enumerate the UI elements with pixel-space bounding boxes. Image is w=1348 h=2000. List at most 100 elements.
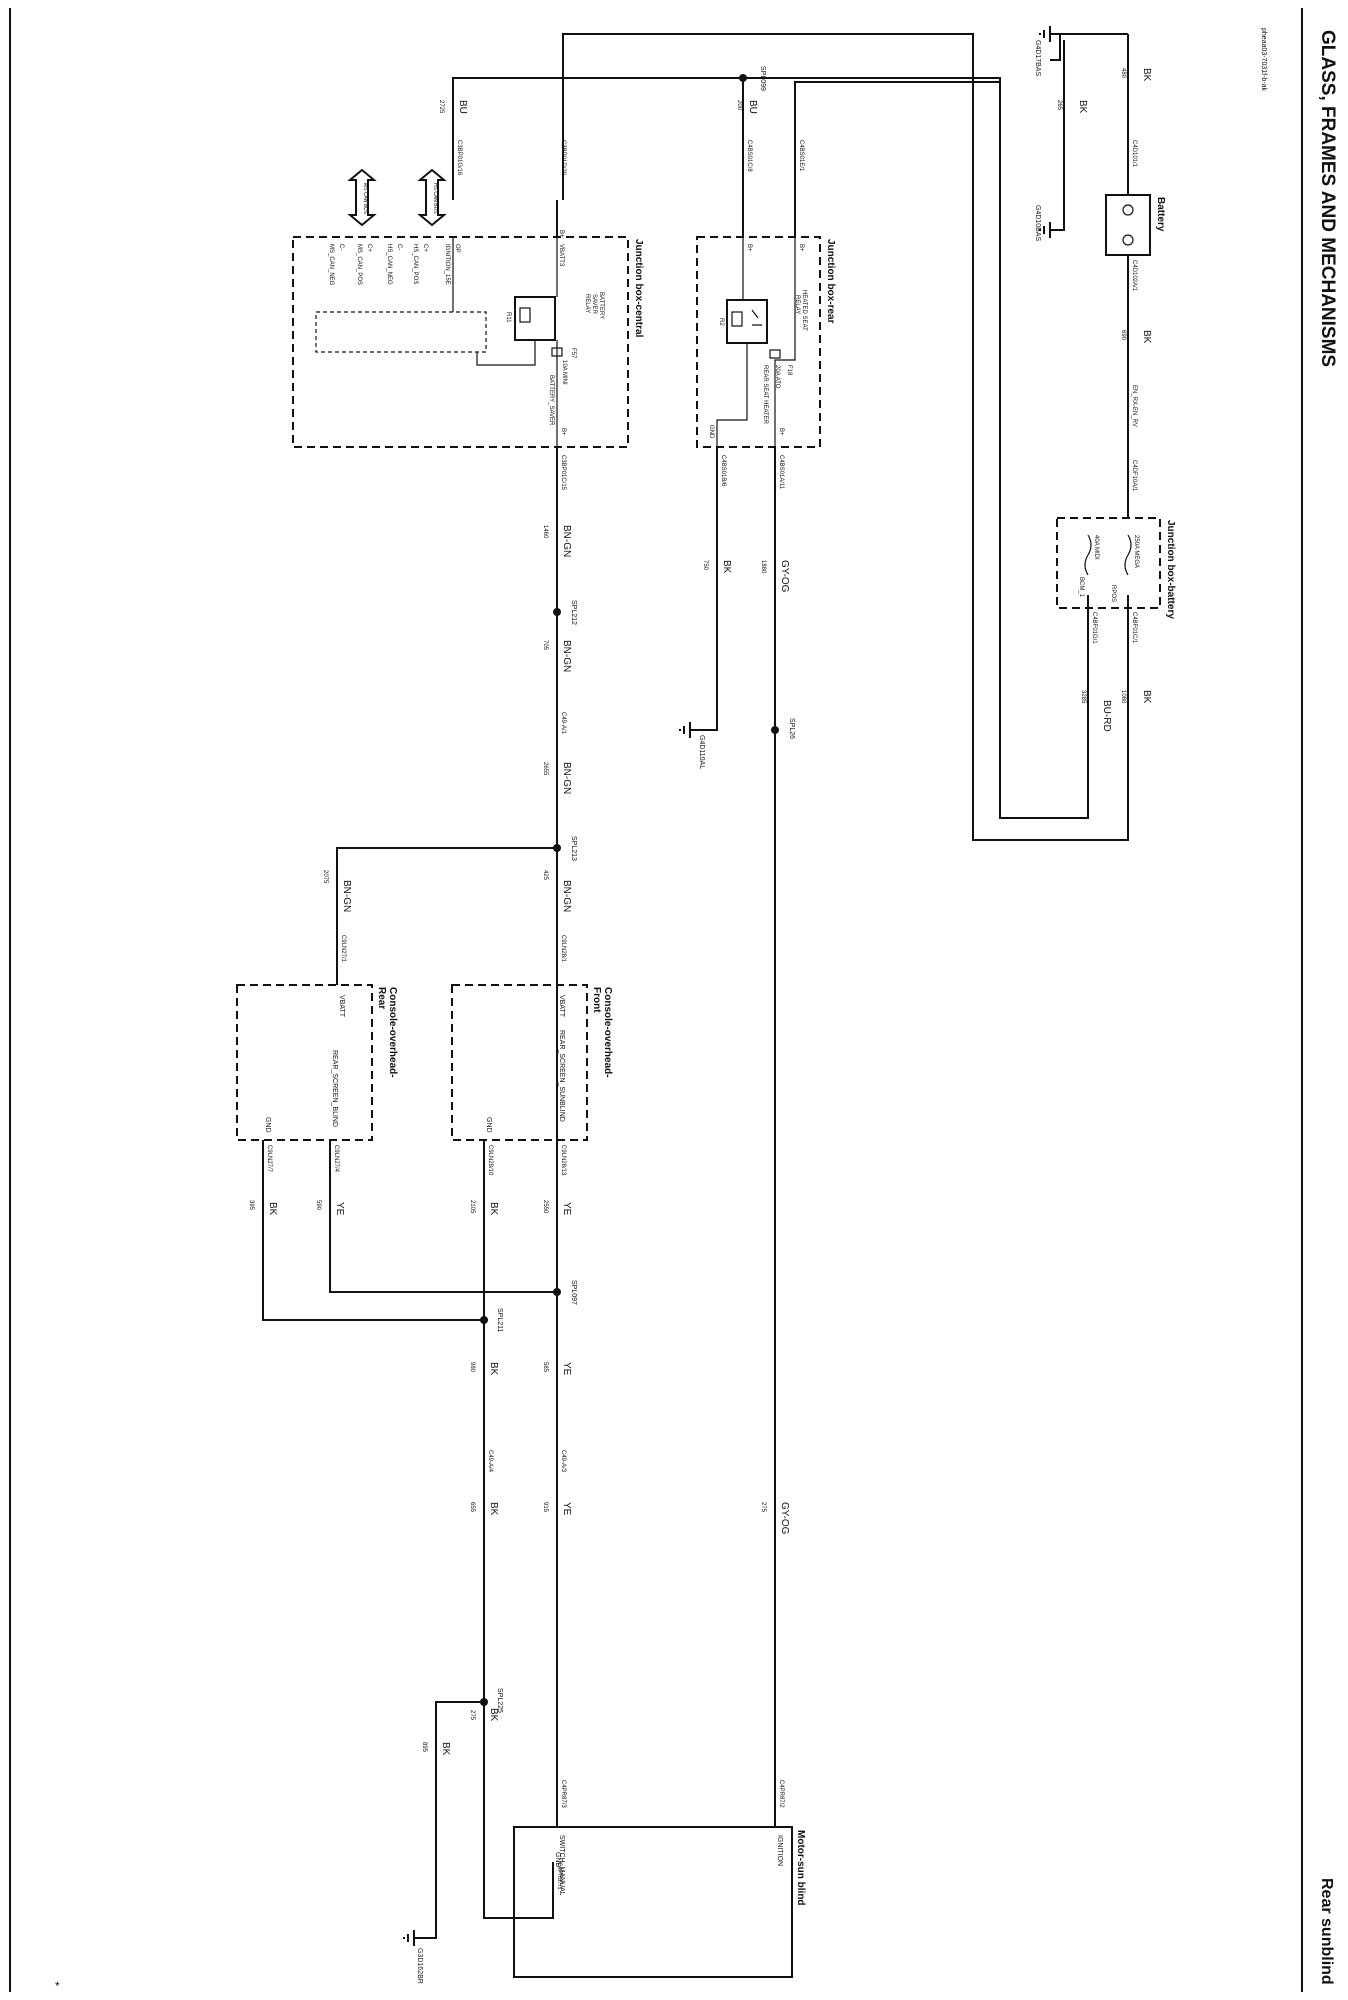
wire-750-number: 750 xyxy=(702,560,708,571)
wire-1460-colour: BN-GN xyxy=(561,525,572,557)
wire-2655-colour: BN-GN xyxy=(561,762,572,794)
conn-c4d101: C4D101/1 xyxy=(1131,140,1137,168)
wire-2075-number: 2075 xyxy=(322,870,328,884)
console-overhead-front: Console-overhead- Front VBATT REAR_SCREE… xyxy=(451,984,613,1141)
battery-label: Battery xyxy=(1155,197,1166,232)
conn-c4d102: C4D102A/1 xyxy=(1131,260,1137,292)
wire-1460-number: 1460 xyxy=(542,525,548,539)
console-front-vbatt: VBATT xyxy=(558,995,565,1018)
wire-705-number: 705 xyxy=(542,640,548,651)
conn-c9ln27-1: C9LN27/1 xyxy=(340,935,346,963)
console-rear-gnd: GND xyxy=(264,1117,271,1133)
jbb-fuse2: 40A MIDI xyxy=(1093,535,1099,560)
ground-g3d162br: G3D162BR xyxy=(403,1930,423,1984)
wire-480-number: 480 xyxy=(1120,68,1126,79)
wire-705-colour: BN-GN xyxy=(561,640,572,672)
conn-c9ln27-4: C9LN27/4 xyxy=(333,1145,339,1173)
wire-690-number: 690 xyxy=(1120,330,1126,341)
ground-g4d110al: G4D110AL xyxy=(679,722,705,769)
splice-spl211: SPL211 xyxy=(496,1308,503,1332)
jbc-f57: F57 xyxy=(570,348,576,359)
conn-c4bf011: C4BF01C/1 xyxy=(1131,612,1137,644)
wire-980-number: 980 xyxy=(469,1362,475,1373)
conn-c4bs01a: C4BS01A/11 xyxy=(778,455,784,490)
conn-c49a4: C49-A/4 xyxy=(487,1450,493,1473)
wire-585-colour: YE xyxy=(561,1362,572,1376)
splice-spl213: SPL213 xyxy=(570,836,577,861)
jbr-f18: F18 xyxy=(786,365,792,376)
jbc-vbatt: VBATT3 xyxy=(558,244,564,267)
battery: Battery xyxy=(1105,194,1166,256)
wire-590-number: 590 xyxy=(315,1200,321,1211)
wire-2550-colour: YE xyxy=(561,1202,572,1216)
wire-2105-colour: BK xyxy=(488,1202,499,1216)
hs-can-bus-label: HS CAN BUS xyxy=(432,183,438,214)
page-subject: Rear sunblind xyxy=(1318,1878,1335,1985)
wire-590-colour: YE xyxy=(334,1202,345,1216)
splice-spl26: SPL26 xyxy=(788,718,795,739)
conn-c9ln28-13: C9LN28/13 xyxy=(560,1145,566,1176)
jbc-relay1: BATTERY xyxy=(598,292,604,319)
jbr-bplus-top1: B+ xyxy=(798,244,804,252)
junction-box-battery: Junction box-battery 250A MEGA 40A MIDI … xyxy=(1056,517,1176,619)
splices: SPL099 SPL212 SPL213 SPL26 SPL097 SPL211… xyxy=(496,66,795,1713)
jbr-gnd: GND xyxy=(708,425,714,439)
jbc-f57-rating: 10A MINI xyxy=(561,360,567,385)
wire-1880-number: 1880 xyxy=(760,560,766,574)
jbb-label: Junction box-battery xyxy=(1165,520,1176,619)
wire-425-number: 425 xyxy=(542,870,548,881)
jbc-bplus-bottom: B+ xyxy=(560,428,566,436)
wire-275a-number: 275 xyxy=(760,1502,766,1513)
wire-2725-colour: BU xyxy=(457,100,468,114)
can-ms-pos: MS_CAN_POS xyxy=(356,244,362,285)
conn-c3bp01g: C3BP01G/16 xyxy=(456,140,462,176)
console-front-label-2: Front xyxy=(591,987,602,1013)
wire-1080-number: 1080 xyxy=(1120,690,1126,704)
can-c-minus-1: C- xyxy=(396,244,402,250)
section-title: GLASS, FRAMES AND MECHANISMS xyxy=(1317,30,1338,367)
jbr-bplus-top2: B+ xyxy=(746,244,752,252)
conn-c4pr87-3: C4PR87/3 xyxy=(560,1780,566,1808)
wire-265-number: 265 xyxy=(1056,100,1062,111)
wire-200-number: 200 xyxy=(736,100,742,111)
console-rear-label-1: Console-overhead- xyxy=(387,987,398,1078)
conn-c9ln28-1: C9LN28/1 xyxy=(560,935,566,963)
ground-symbols: G4D17BAS G4D10BAS G4D110AL G3D162BR xyxy=(403,26,1051,1984)
jbc-batt-saver: BATTERY_SAVER xyxy=(548,375,554,426)
conn-c4bs01b: C4BS01B/6 xyxy=(720,455,726,487)
splice-spl099: SPL099 xyxy=(759,66,766,91)
jbc-label: Junction box-central xyxy=(633,239,644,338)
jbc-relay3: RELAY xyxy=(584,294,590,313)
splice-spl097: SPL097 xyxy=(570,1280,577,1305)
jbr-bplus-bottom: B+ xyxy=(778,428,784,436)
jbc-ignition: IGNITION_15E xyxy=(444,244,450,285)
can-c-plus-1: C+ xyxy=(422,244,428,252)
junction-box-central: Junction box-central BATTERY SAVER RELAY… xyxy=(292,230,644,448)
wire-915-number: 915 xyxy=(542,1502,548,1513)
ground-g4d17bas-label: G4D17BAS xyxy=(1034,40,1041,77)
jbc-bplus-top: B+ xyxy=(558,230,564,238)
wire-2105-number: 2105 xyxy=(469,1200,475,1214)
wire-395-number: 395 xyxy=(248,1200,254,1211)
conn-c3bp01c: C3BP01C/15 xyxy=(560,455,566,491)
ms-can-bus-arrow: MS CAN BUS xyxy=(347,168,377,227)
can-ms-neg: MS_CAN_NEG xyxy=(328,244,334,286)
console-front-output: REAR_SCREEN_SUNBLIND xyxy=(558,1030,565,1122)
wire-395-colour: BK xyxy=(267,1202,278,1216)
motor-switch-manual: SWITCH_MANUAL xyxy=(558,1835,565,1896)
wire-585-number: 585 xyxy=(542,1362,548,1373)
splice-spl225: SPL225 xyxy=(496,1688,503,1713)
wire-895-colour: BK xyxy=(440,1742,451,1756)
wire-2550-number: 2550 xyxy=(542,1200,548,1214)
splice-spl212: SPL212 xyxy=(570,600,577,625)
image-code: pheaa03-7031f-b-ak xyxy=(1260,28,1267,92)
wire-1080-colour: BK xyxy=(1141,690,1152,704)
wire-3285-colour: BU-RD xyxy=(1101,700,1112,732)
jbr-relay2: RELAY xyxy=(794,295,800,314)
conn-c3bp01d: C3BP01D/20 xyxy=(560,140,566,176)
wire-690-colour: BK xyxy=(1141,330,1152,344)
wires xyxy=(262,33,1129,1939)
ground-g4d10bas-label: G4D10BAS xyxy=(1034,205,1041,242)
wire-480-colour: BK xyxy=(1141,68,1152,82)
wire-275b-colour: BK xyxy=(488,1708,499,1722)
